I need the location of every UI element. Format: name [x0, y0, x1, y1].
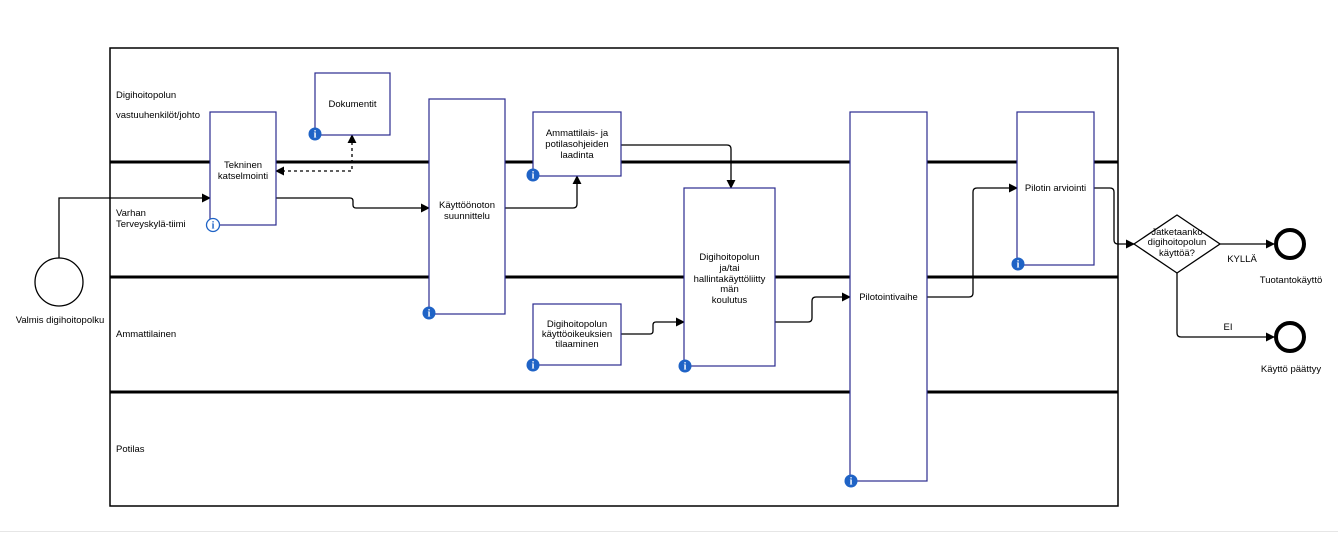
task-label: män: [720, 284, 738, 295]
svg-text:i: i: [428, 309, 431, 320]
info-icon[interactable]: i: [308, 127, 322, 141]
task-label: Dokumentit: [328, 99, 376, 110]
flow-tekninen-dokumentit: [275, 134, 357, 176]
task-label: Digihoitopolun: [547, 319, 607, 330]
info-icon[interactable]: i: [205, 217, 221, 233]
task-koulutus[interactable]: Digihoitopolun ja/tai hallintakäyttöliit…: [683, 187, 776, 367]
svg-text:i: i: [532, 171, 535, 182]
task-kayttooikeuksien-tilaaminen[interactable]: Digihoitopolun käyttöoikeuksien tilaamin…: [532, 303, 622, 366]
task-label: potilasohjeiden: [545, 139, 608, 150]
flow-koulutus-to-pilotointi: [775, 292, 851, 323]
flow-label-yes: KYLLÄ: [1227, 254, 1257, 265]
lane-label-line: Varhan: [116, 208, 146, 219]
svg-text:i: i: [212, 221, 215, 232]
info-icon[interactable]: i: [678, 359, 692, 373]
task-pilotin-arviointi[interactable]: Pilotin arviointi: [1016, 111, 1095, 266]
info-icon[interactable]: i: [526, 358, 540, 372]
task-label: koulutus: [712, 295, 748, 306]
svg-text:i: i: [532, 361, 535, 372]
lane-label-line: Terveyskylä-tiimi: [116, 219, 186, 230]
flow-arviointi-to-gateway: [1094, 187, 1135, 249]
flow-pilotointi-to-arviointi: [927, 183, 1018, 298]
gateway-label: Jatketaanko: [1151, 227, 1202, 238]
task-label: Käyttöönoton: [439, 200, 495, 211]
lane-label-ammattilainen: Ammattilainen: [116, 329, 176, 340]
task-label: käyttöoikeuksien: [542, 329, 612, 340]
task-label: laadinta: [560, 150, 594, 161]
info-icon[interactable]: i: [844, 474, 858, 488]
task-label: tilaaminen: [555, 339, 598, 350]
start-event-circle[interactable]: [34, 257, 84, 307]
flow-label-no: EI: [1224, 322, 1233, 333]
lane-label-terveyskyla-tiimi: Varhan Terveyskylä-tiimi: [116, 208, 186, 230]
flow-kayttoonoton-to-ammattilais: [505, 175, 582, 209]
gateway-jatketaanko[interactable]: Jatketaanko digihoitopolun käyttöä?: [1132, 214, 1222, 274]
task-label: Digihoitopolun: [699, 252, 759, 263]
lane-label-line: Digihoitopolun: [116, 90, 176, 101]
gateway-label: käyttöä?: [1159, 248, 1195, 259]
task-label: katselmointi: [218, 171, 268, 182]
lane-label-potilas: Potilas: [116, 444, 145, 455]
end-event-ended[interactable]: [1274, 321, 1306, 353]
info-icon[interactable]: i: [1011, 257, 1025, 271]
gateway-label: digihoitopolun: [1148, 237, 1207, 248]
end-event-label-production: Tuotantokäyttö: [1260, 275, 1323, 286]
task-label: Pilotin arviointi: [1025, 183, 1086, 194]
start-event-label: Valmis digihoitopolku: [16, 315, 105, 326]
flow-oikeudet-to-koulutus: [621, 317, 685, 335]
task-label: Pilotointivaihe: [859, 292, 918, 303]
task-label: Tekninen: [224, 160, 262, 171]
flow-gateway-no: [1176, 273, 1275, 342]
task-ammattilais-ja-potilasohjeiden-laadinta[interactable]: Ammattilais- ja potilasohjeiden laadinta: [532, 111, 622, 177]
task-tekninen-katselmointi[interactable]: Tekninen katselmointi: [209, 111, 277, 226]
info-icon[interactable]: i: [526, 168, 540, 182]
svg-text:i: i: [684, 362, 687, 373]
lane-label-vastuuhenkilot: Digihoitopolun vastuuhenkilöt/johto: [116, 90, 200, 121]
task-label: ja/tai: [718, 263, 739, 274]
flow-tekninen-to-kayttoonoton: [276, 197, 430, 213]
end-event-production[interactable]: [1274, 228, 1306, 260]
lane-label-line: vastuuhenkilöt/johto: [116, 110, 200, 121]
task-label: hallintakäyttöliitty: [694, 274, 766, 285]
svg-text:i: i: [314, 130, 317, 141]
flow-start-to-tekninen: [58, 193, 211, 258]
info-icon[interactable]: i: [422, 306, 436, 320]
footer-divider: [0, 531, 1338, 532]
task-pilotointivaihe[interactable]: Pilotointivaihe: [849, 111, 928, 482]
task-dokumentit[interactable]: Dokumentit: [314, 72, 391, 136]
svg-text:i: i: [850, 477, 853, 488]
task-label: Ammattilais- ja: [546, 128, 609, 139]
task-kayttoonoton-suunnittelu[interactable]: Käyttöönoton suunnittelu: [428, 98, 506, 315]
svg-text:i: i: [1017, 260, 1020, 271]
flow-ammattilais-to-koulutus: [621, 144, 736, 189]
task-label: suunnittelu: [444, 211, 490, 222]
end-event-label-ended: Käyttö päättyy: [1261, 364, 1321, 375]
